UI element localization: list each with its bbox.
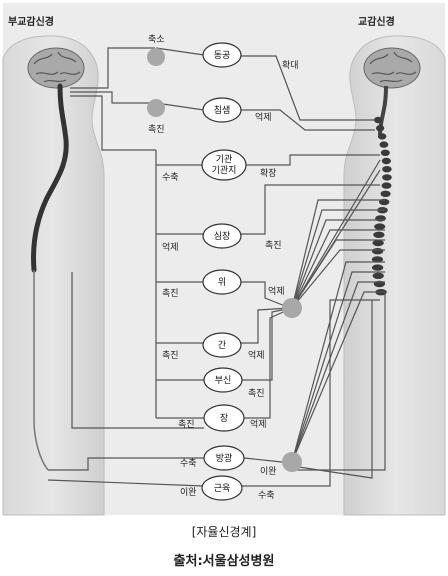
vertebra	[376, 125, 385, 132]
vertebra	[372, 239, 384, 247]
nerve-lines	[47, 47, 386, 487]
symp-effect-stomach: 억제	[268, 285, 285, 297]
vertebra	[379, 141, 389, 148]
organ-intestine: 장	[203, 404, 245, 432]
vertebra	[375, 215, 386, 222]
para-effect-bronchi: 수축	[162, 172, 179, 183]
autonomic-nervous-system-diagram: 동공 침샘 기관 기관지 심장 위 간 부신 장 방광 근육 부교감신경 교감신…	[2, 3, 446, 516]
para-effect-pupil: 축소	[148, 34, 165, 45]
vertebra	[371, 264, 384, 271]
svg-text:부신: 부신	[215, 375, 232, 386]
vertebra	[373, 231, 385, 238]
parasympathetic-title: 부교감신경	[8, 15, 54, 28]
figure-caption: [자율신경계]	[191, 525, 257, 539]
para-effect-intestine: 촉진	[178, 419, 195, 430]
vertebra	[372, 272, 384, 279]
svg-text:방광: 방광	[216, 452, 233, 464]
symp-effect-bladder: 이완	[260, 466, 277, 477]
vertebra	[380, 190, 391, 197]
svg-text:근육: 근육	[214, 483, 231, 494]
svg-text:동공: 동공	[214, 50, 231, 61]
vertebra	[382, 166, 392, 173]
left-spinal-cord	[31, 83, 69, 273]
symp-effect-salivary: 억제	[255, 111, 272, 123]
vertebra	[371, 248, 384, 255]
organ-pupil: 동공	[202, 42, 242, 68]
left-body-silhouette	[2, 35, 105, 516]
svg-text:심장: 심장	[214, 231, 231, 242]
vertebra	[377, 133, 387, 140]
vertebra	[374, 116, 382, 124]
left-brain	[27, 47, 85, 89]
source-credit: 출처:서울삼성병원	[173, 554, 275, 569]
ganglion-otic	[147, 99, 165, 117]
organ-liver: 간	[202, 332, 242, 358]
vertebra	[380, 149, 390, 156]
right-body-silhouette	[343, 35, 446, 516]
vertebra	[371, 256, 384, 263]
ganglion-celiac	[282, 298, 302, 318]
symp-effect-heart: 촉진	[265, 240, 282, 251]
para-effect-heart: 억제	[162, 241, 179, 253]
symp-effect-muscle: 수축	[258, 490, 275, 501]
organ-stomach: 위	[202, 269, 242, 295]
symp-effect-intestine: 억제	[250, 418, 267, 430]
organ-salivary: 침샘	[202, 97, 242, 123]
symp-effect-liver: 억제	[248, 349, 265, 361]
vertebra	[374, 223, 386, 230]
symp-effect-adrenal: 촉진	[248, 388, 265, 399]
para-effect-stomach: 촉진	[162, 288, 179, 299]
vertebra	[381, 182, 392, 189]
organ-heart: 심장	[202, 223, 242, 249]
svg-text:기관: 기관	[216, 154, 233, 165]
svg-text:기관지: 기관지	[212, 165, 237, 176]
organ-bronchi: 기관 기관지	[201, 149, 247, 181]
organ-adrenal: 부신	[203, 367, 243, 393]
symp-effect-pupil: 확대	[282, 59, 299, 71]
sympathetic-title: 교감신경	[358, 15, 395, 28]
para-effect-muscle: 이완	[180, 487, 197, 498]
para-effect-salivary: 촉진	[148, 124, 165, 135]
symp-effect-bronchi: 확장	[260, 167, 277, 179]
svg-text:위: 위	[218, 277, 226, 288]
right-brain	[363, 47, 421, 89]
svg-text:간: 간	[218, 340, 226, 351]
ganglion-mesenteric	[282, 452, 302, 472]
svg-text:장: 장	[220, 413, 228, 424]
vertebra	[381, 157, 391, 165]
ganglion-ciliary	[147, 48, 165, 66]
organ-muscle: 근육	[201, 475, 243, 501]
para-effect-bladder: 수축	[180, 458, 197, 469]
vertebra	[382, 174, 392, 181]
para-effect-liver: 촉진	[162, 350, 179, 361]
organ-bladder: 방광	[203, 445, 245, 471]
svg-text:침샘: 침샘	[214, 105, 231, 116]
